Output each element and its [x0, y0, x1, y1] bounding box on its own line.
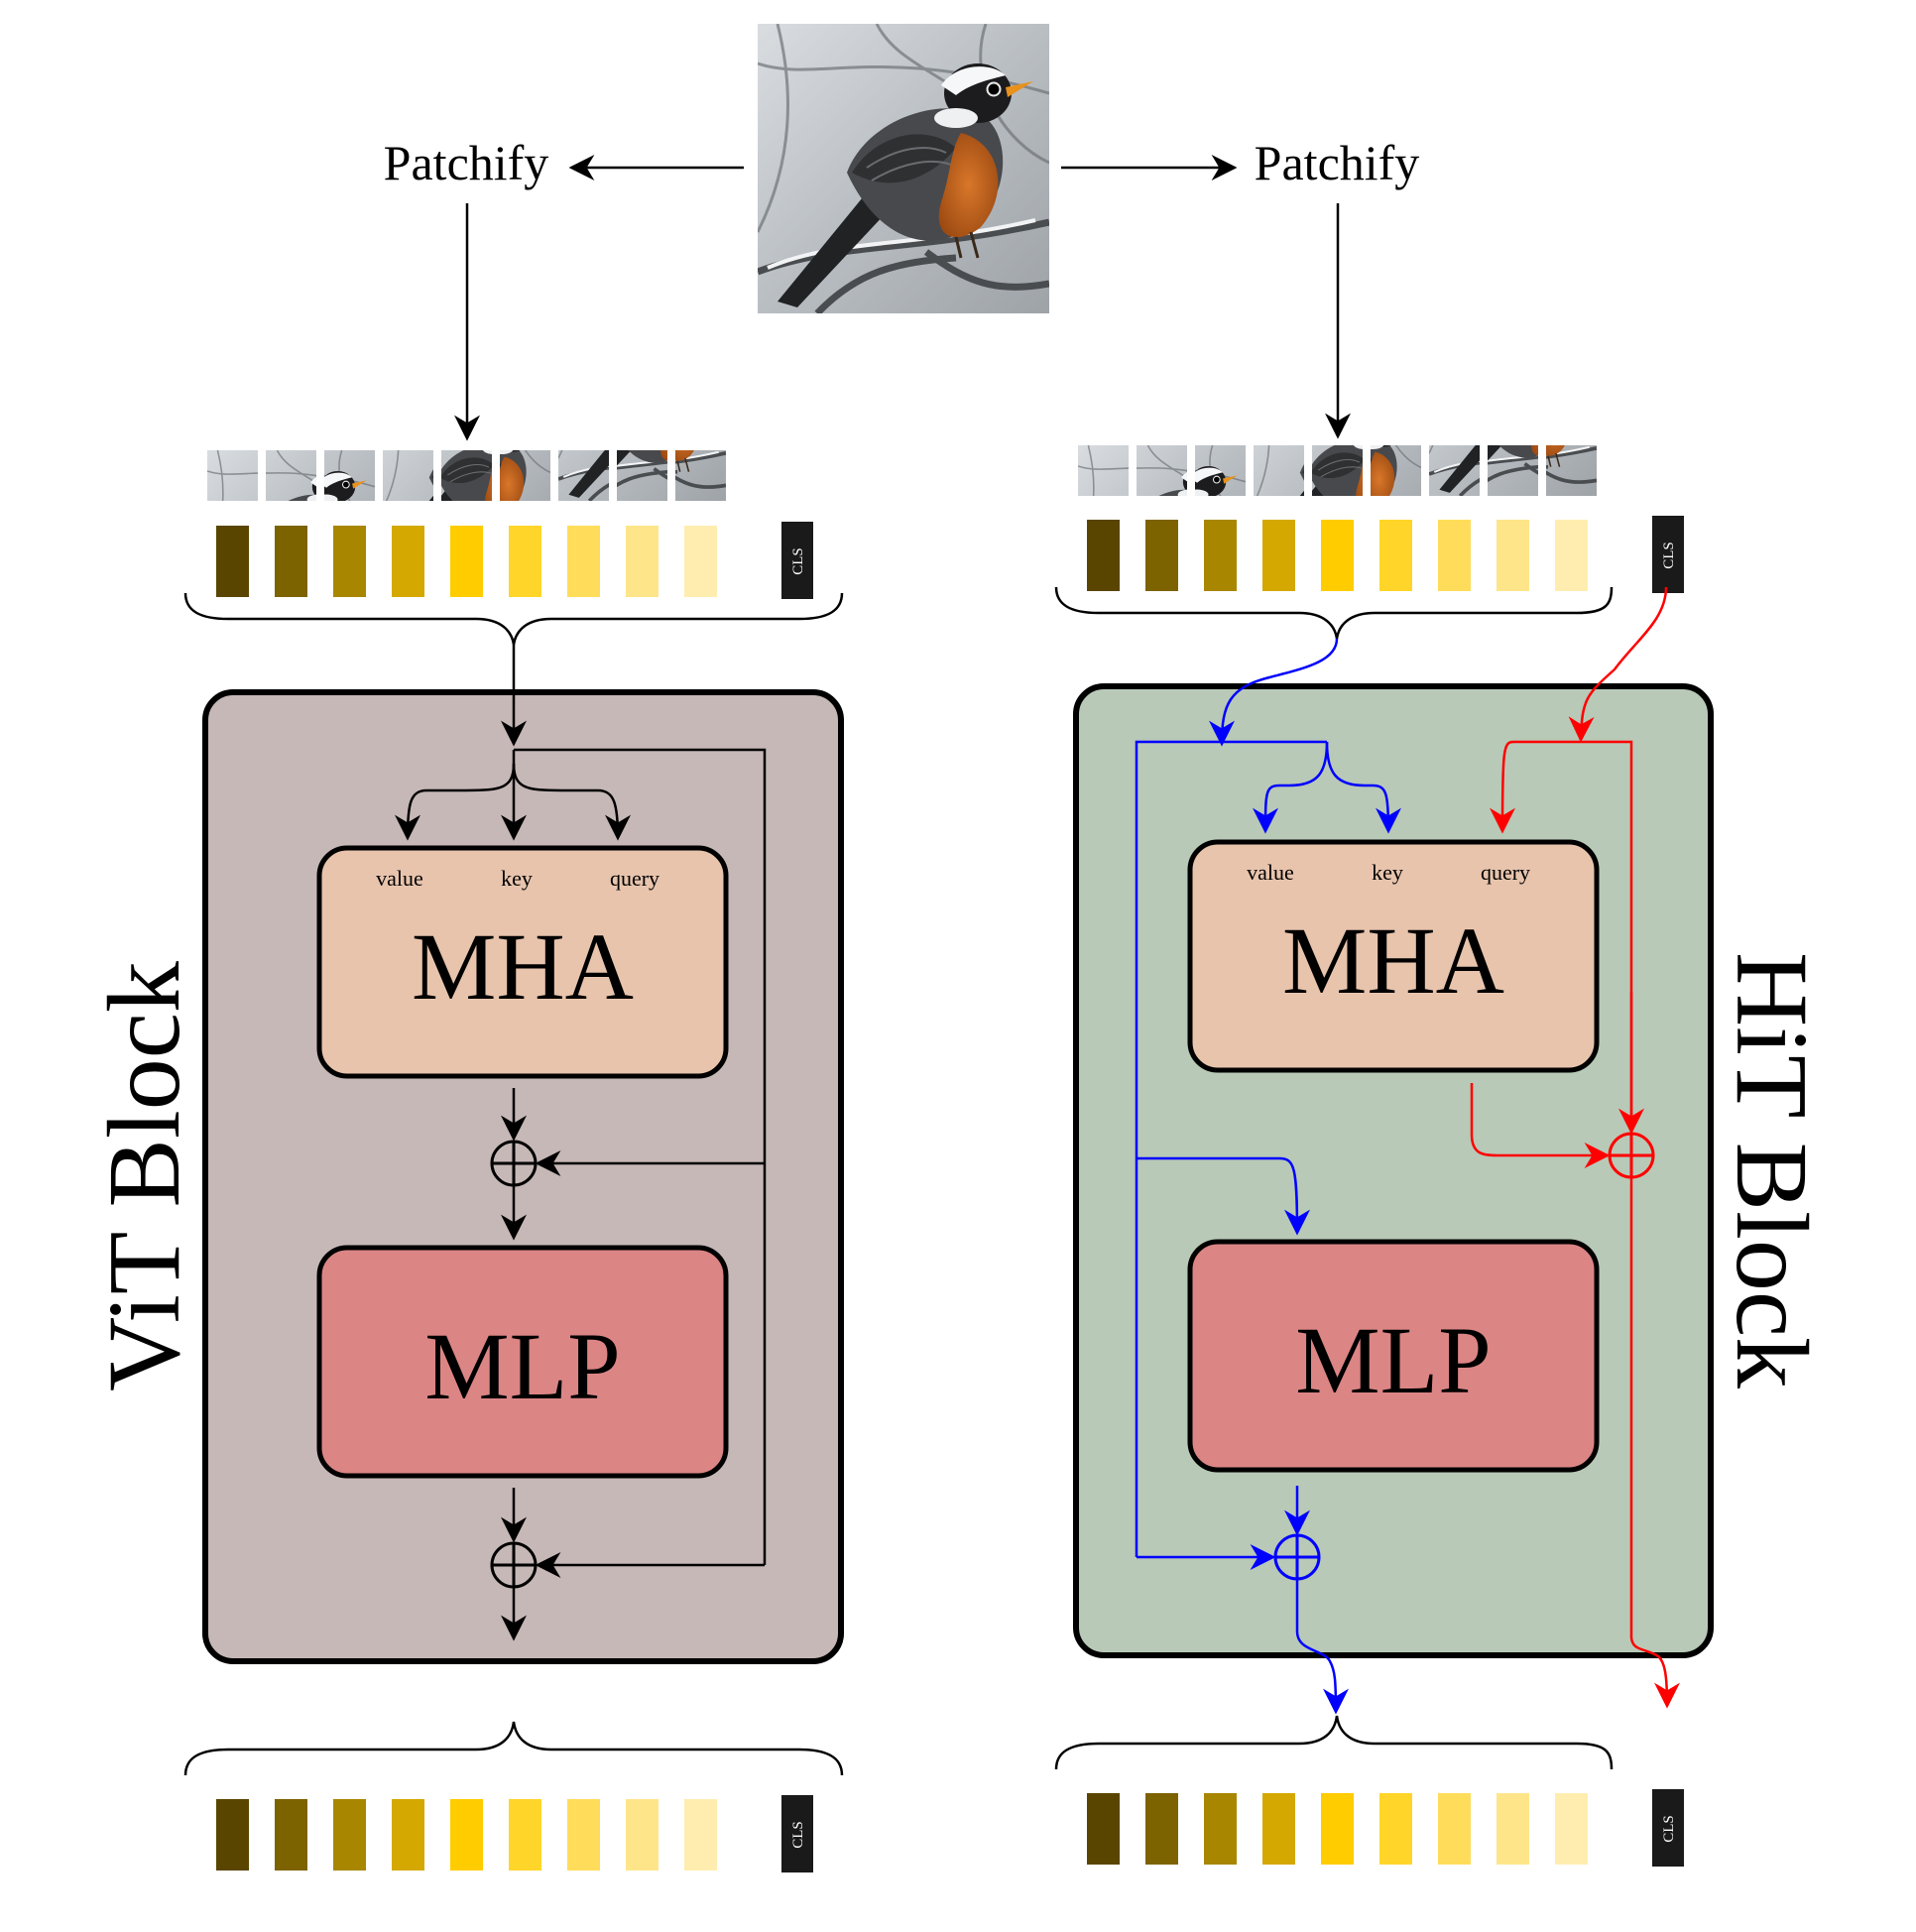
cls-token: CLS: [1652, 516, 1684, 593]
patch-token: [216, 1799, 249, 1871]
hit-add-icon-red: [1608, 1132, 1655, 1179]
vit-query-arrow: [512, 763, 631, 841]
patch-token: [509, 526, 541, 597]
patch-token: [333, 1799, 366, 1871]
patch-token: [1321, 520, 1354, 591]
cls-token: CLS: [781, 1795, 813, 1872]
hit-mha-box: [1187, 839, 1600, 1073]
cls-token-label: CLS: [1661, 542, 1677, 569]
hit-patch-output-arrow: [1295, 1579, 1349, 1715]
vit-block: [202, 689, 844, 1664]
hit-mlp-box: [1187, 1239, 1600, 1473]
vit-mlp-box: [316, 1245, 729, 1479]
brace-right-top: [1054, 586, 1614, 640]
patchify-label-left: Patchify: [384, 135, 549, 190]
vit-key-label: key: [501, 866, 533, 891]
vit-residual-path: [514, 748, 767, 1565]
hit-mlp-label: MLP: [1295, 1307, 1491, 1413]
vit-query-label: query: [610, 866, 659, 891]
patch-token: [450, 526, 483, 597]
brace-left-top: [183, 592, 844, 646]
hit-add-icon-blue: [1273, 1533, 1321, 1581]
brace-right-bottom: [1054, 1715, 1614, 1770]
hit-residual-to-mlp-arrow: [1137, 1156, 1310, 1236]
patch-token: [567, 526, 600, 597]
hit-mha-out-arrow: [1470, 1083, 1611, 1168]
vit-value-arrow: [395, 763, 516, 841]
patch-token: [275, 526, 307, 597]
hit-patch-input-arrow: [1209, 638, 1339, 747]
patch-token: [1145, 1793, 1178, 1865]
patch-token: [1145, 520, 1178, 591]
vit-add-icon-2: [490, 1541, 538, 1589]
patch-token: [1087, 520, 1120, 591]
cls-token: CLS: [1652, 1789, 1684, 1867]
patch-token: [1262, 1793, 1295, 1865]
token-row-left-bottom: CLS: [216, 1795, 813, 1872]
vit-mha-label: MHA: [412, 913, 634, 1020]
patch-token: [1555, 520, 1588, 591]
patch-token: [1204, 520, 1237, 591]
cls-token-label: CLS: [1661, 1815, 1677, 1843]
patch-token: [567, 1799, 600, 1871]
patch-token: [216, 526, 249, 597]
vit-block-label: ViT Block: [87, 961, 201, 1391]
hit-patch-residual-path: [1135, 740, 1327, 1557]
hit-query-label: query: [1481, 860, 1530, 885]
token-row-right-top: CLS: [1087, 516, 1684, 593]
token-row-left-top: CLS: [216, 522, 813, 599]
patch-token: [1262, 520, 1295, 591]
patch-token: [626, 526, 659, 597]
patch-token: [392, 526, 424, 597]
patch-token: [684, 526, 717, 597]
patchify-label-right: Patchify: [1255, 135, 1420, 190]
vit-mha-box: [316, 845, 729, 1079]
hit-key-label: key: [1372, 860, 1403, 885]
patch-token: [1555, 1793, 1588, 1865]
hit-query-arrow: [1490, 740, 1581, 834]
patch-token: [1379, 520, 1412, 591]
hit-value-label: value: [1247, 860, 1294, 885]
hit-value-arrow: [1253, 741, 1329, 834]
hit-mha-label: MHA: [1282, 907, 1504, 1014]
brace-left-bottom: [183, 1721, 844, 1776]
patch-token: [1438, 520, 1471, 591]
hit-block-label: HiT Block: [1715, 952, 1829, 1389]
patch-token: [1497, 1793, 1529, 1865]
cls-token-label: CLS: [790, 547, 806, 575]
vit-add-icon-1: [490, 1140, 538, 1187]
input-image: [758, 24, 1049, 313]
vit-mlp-label: MLP: [424, 1313, 620, 1419]
hit-cls-output-arrow: [1629, 1177, 1680, 1709]
patch-token: [509, 1799, 541, 1871]
patch-token: [333, 526, 366, 597]
patch-token: [1204, 1793, 1237, 1865]
patch-token: [392, 1799, 424, 1871]
cls-token-label: CLS: [790, 1821, 806, 1849]
patch-token: [450, 1799, 483, 1871]
hit-cls-input-arrow: [1568, 586, 1668, 743]
patch-token: [1497, 520, 1529, 591]
patch-token: [1087, 1793, 1120, 1865]
vit-value-label: value: [376, 866, 423, 891]
patch-token: [1379, 1793, 1412, 1865]
patch-token: [626, 1799, 659, 1871]
patch-token: [275, 1799, 307, 1871]
token-row-right-bottom: CLS: [1087, 1789, 1684, 1867]
patch-token: [1438, 1793, 1471, 1865]
patch-token: [684, 1799, 717, 1871]
cls-token: CLS: [781, 522, 813, 599]
hit-key-arrow: [1325, 741, 1401, 834]
patch-token: [1321, 1793, 1354, 1865]
